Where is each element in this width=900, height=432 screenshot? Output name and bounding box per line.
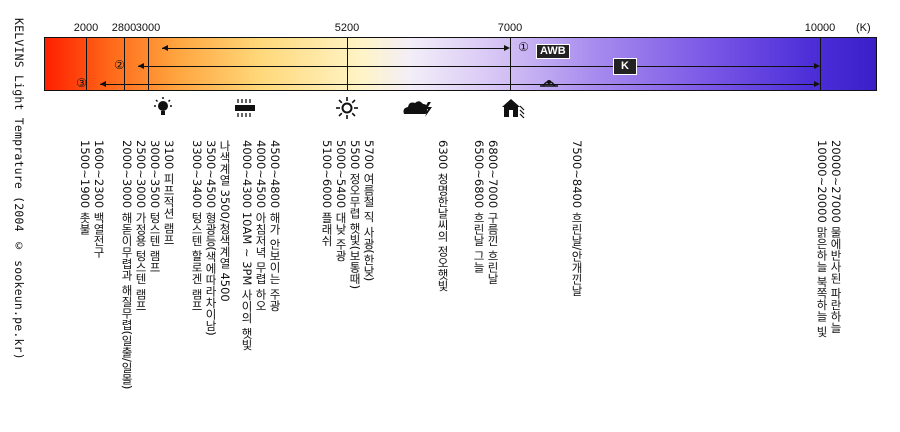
tick-label: 3000 [135, 22, 161, 34]
light-source-entry: 3000~3500 텅스텐 램프 [148, 140, 162, 273]
tungsten-bulb-icon [154, 97, 172, 115]
tick-line [148, 37, 149, 91]
light-source-entry: 2000~3000 해돋이무렵과 해질무렵(일출/일몰) [120, 140, 134, 390]
tick-line [510, 37, 511, 91]
kelvin-mode-badge: K [613, 58, 637, 75]
tick-line [347, 37, 348, 91]
light-source-entry: 10000~20000 맑은하늘 북쪽하늘 빛 [815, 140, 829, 338]
light-source-entry: 20000~27000 물에반사된 파란하늘 [829, 140, 843, 334]
light-source-entry: 5100~6000 플래쉬 [320, 140, 334, 247]
range-arrow-left [138, 63, 144, 69]
range-line [100, 84, 818, 85]
light-source-entry: 3500~4500 형광등(색에따라차이남) [204, 140, 218, 336]
light-source-entry: 7500~8400 흐린날/안개낀날 [570, 140, 584, 297]
fluorescent-icon [235, 99, 255, 117]
range-line [138, 66, 818, 67]
light-source-entry: 6500~6800 흐린날 그늘 [472, 140, 486, 273]
range-arrow-left [162, 45, 168, 51]
tick-label: 2000 [73, 22, 99, 34]
tick-label: 2800 [111, 22, 137, 34]
shade-mode-icon [540, 80, 558, 87]
light-source-entry: 5500 정오무렵 햇빛(보통때) [348, 140, 362, 290]
range-marker: ① [518, 40, 529, 54]
tick-line [86, 37, 87, 91]
cloudy-storm-icon [403, 101, 432, 117]
range-arrow-left [100, 81, 106, 87]
light-source-entry: 4000~4500 아침저녁 무렵 하오 [254, 140, 268, 312]
light-source-entry: 3100 피프적션 램프 [162, 140, 176, 246]
light-source-entry: 1600~2300 백열전구 [92, 140, 106, 258]
range-arrow-right [814, 63, 820, 69]
diagram-title: KELVINS Light Temprature (2004 © sookeun… [12, 18, 26, 360]
light-source-entry: 5700 여름철 직 사광(한낮) [362, 140, 376, 282]
unit-label: (K) [856, 22, 871, 34]
light-source-entry: 나색계열 3500/청색계열 4500 [218, 140, 232, 302]
range-marker: ② [114, 58, 125, 72]
light-source-entry: 3300~3400 텅스텐 할로겐 램프 [190, 140, 204, 312]
light-source-entry: 6800~7000 구름낀 흐린날 [486, 140, 500, 285]
light-source-entry: 4500~4800 해가 안보이는 주광 [268, 140, 282, 312]
range-arrow-right [504, 45, 510, 51]
range-arrow-right [814, 81, 820, 87]
awb-badge: AWB [536, 44, 570, 59]
tick-label: 10000 [804, 22, 836, 34]
light-source-entry: 6300 청명한날씨의 정오햇빛 [436, 140, 450, 292]
light-source-entry: 2500~3000 가정용 텅스텐 램프 [134, 140, 148, 312]
tick-line [820, 37, 821, 91]
tick-label: 7000 [497, 22, 523, 34]
light-source-entry: 4000~4300 10AM ~ 3PM 사이의 햇빛 [240, 140, 254, 351]
sun-icon [336, 97, 358, 119]
color-temperature-bar [44, 37, 877, 91]
range-line [162, 48, 508, 49]
house-shade-icon [502, 99, 525, 119]
tick-label: 5200 [334, 22, 360, 34]
light-source-entry: 5000~5400 대낮 주광 [334, 140, 348, 262]
light-source-entry: 1500~1900 촛불 [78, 140, 92, 235]
range-marker: ③ [76, 76, 87, 90]
tick-line [124, 37, 125, 91]
